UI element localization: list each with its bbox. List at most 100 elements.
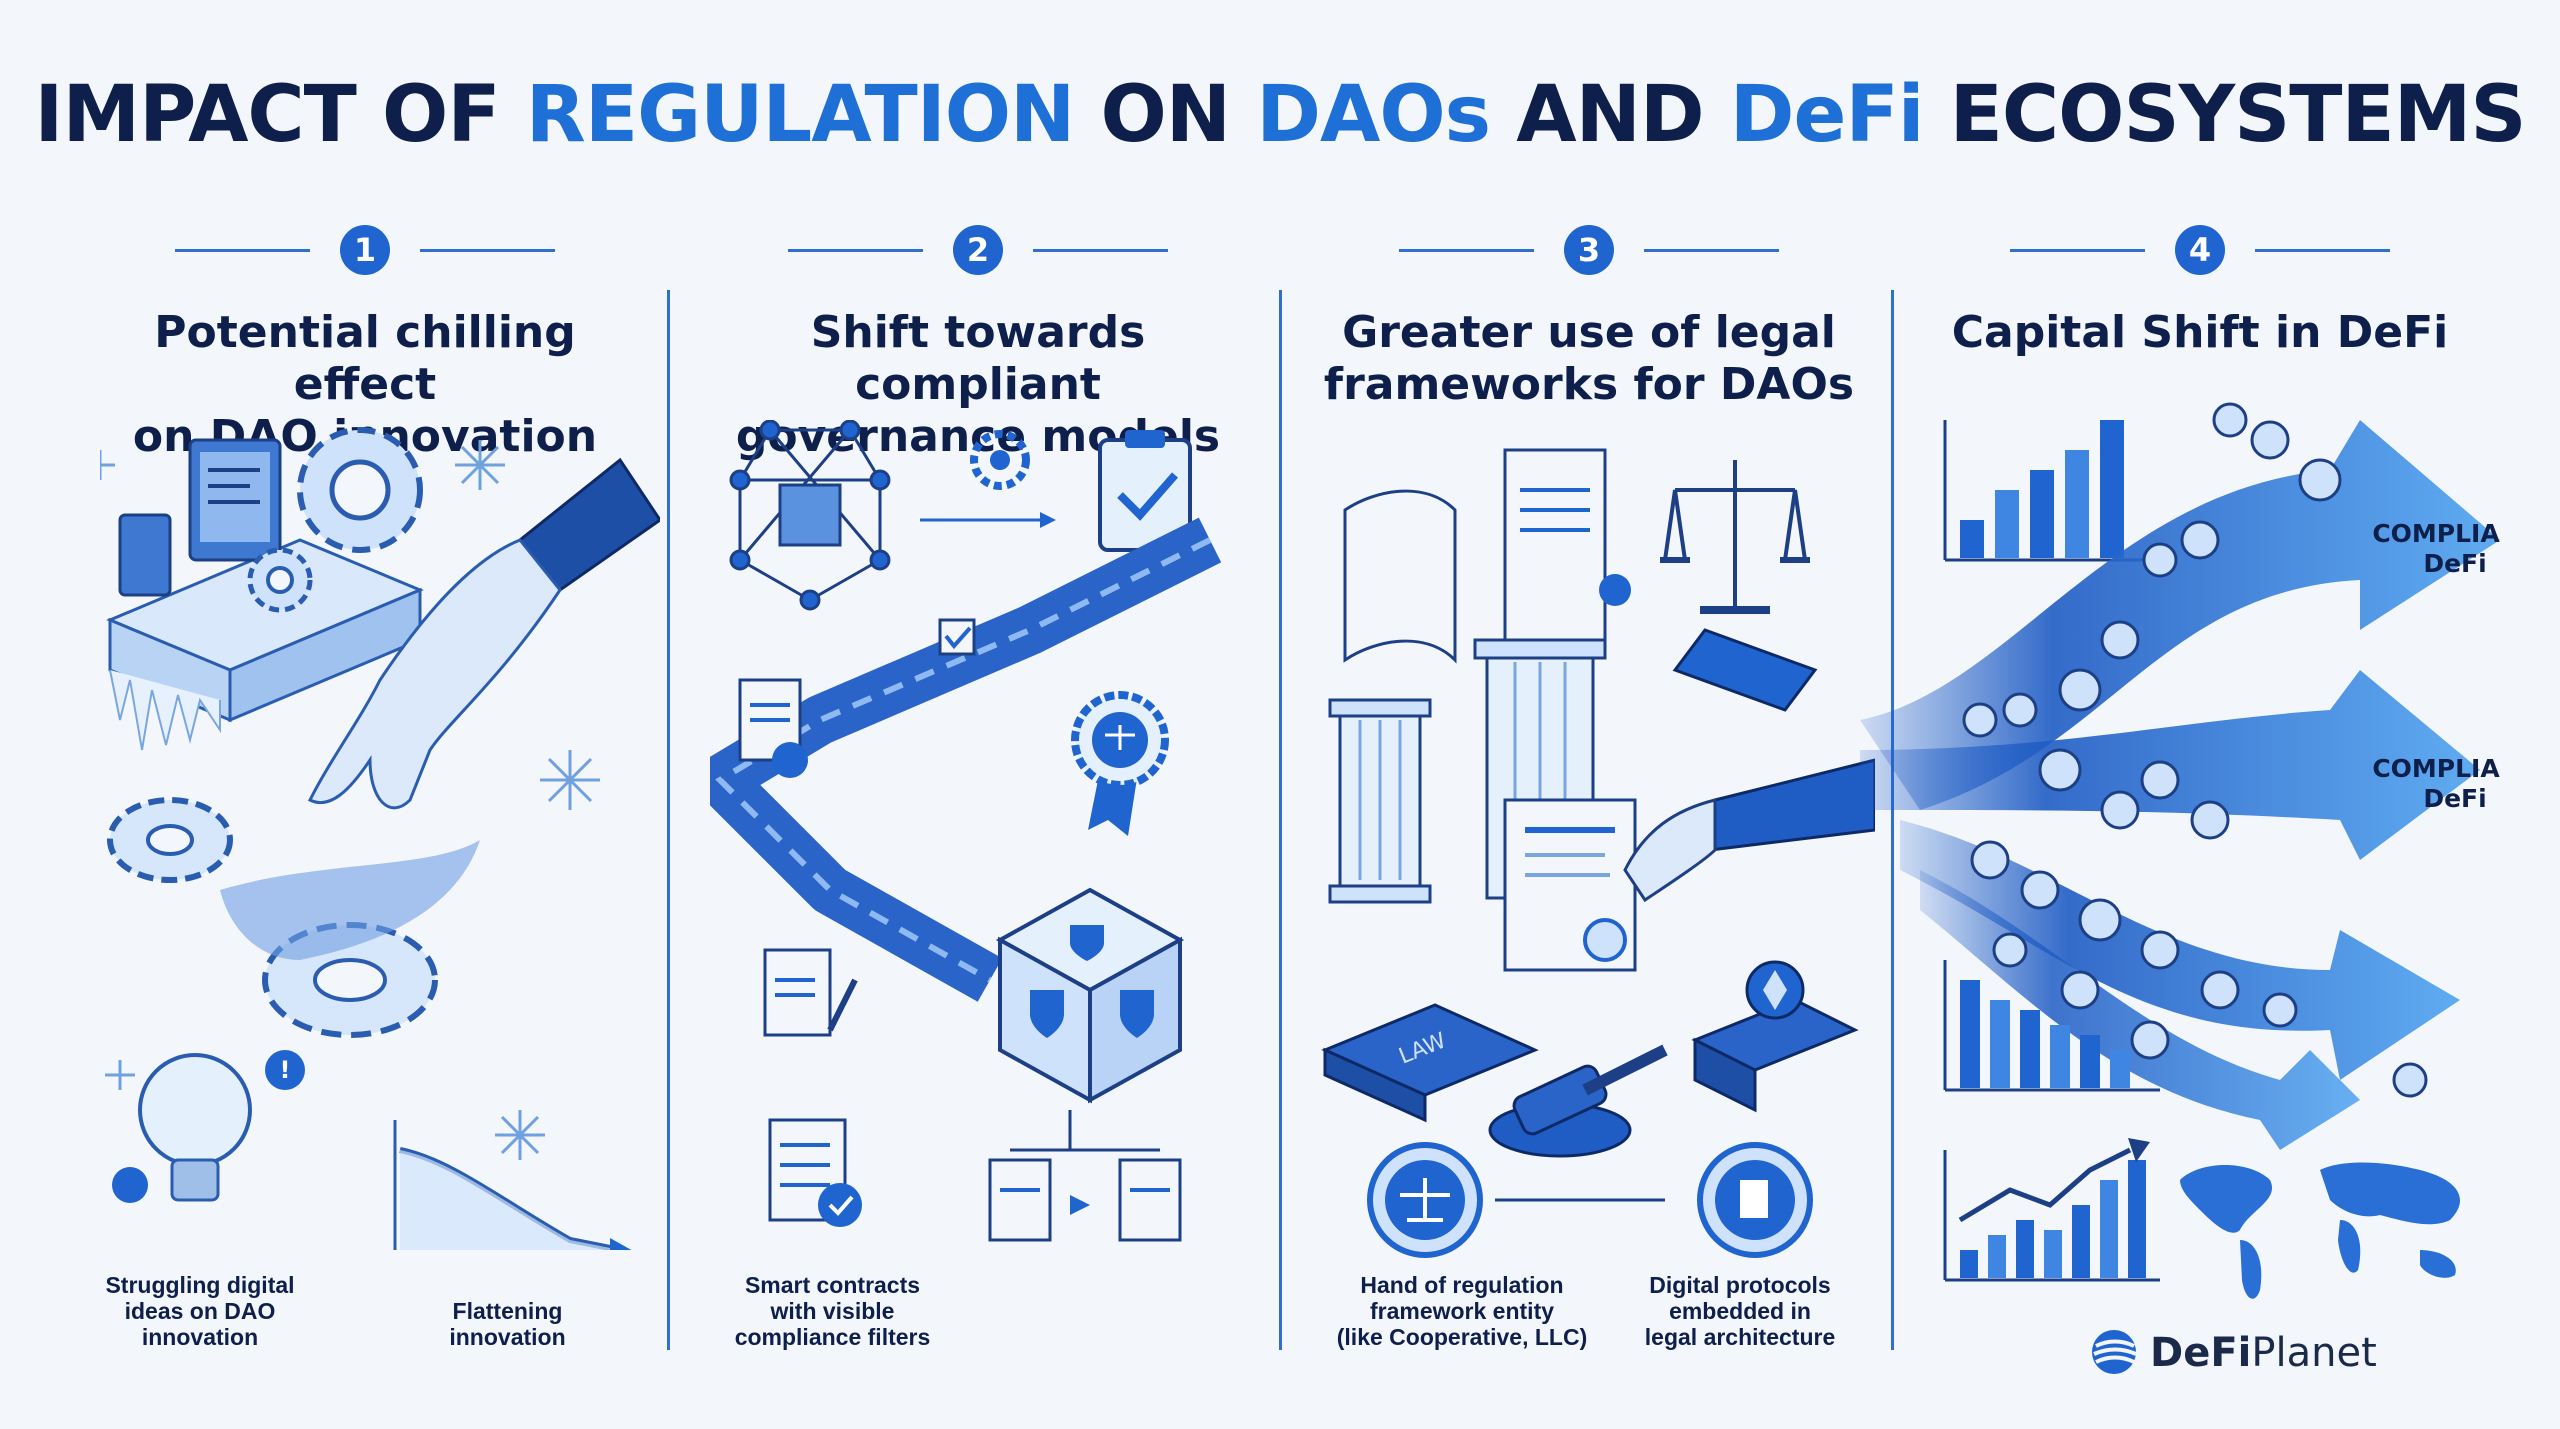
network-node-icon xyxy=(729,420,891,611)
caption-line: embedded in xyxy=(1669,1298,1811,1324)
number-rule-right xyxy=(2255,249,2390,252)
document-icon xyxy=(763,948,858,1037)
document-icon xyxy=(1503,798,1637,972)
caption-line: innovation xyxy=(141,1324,259,1350)
section-3-caption-1: Hand of regulation framework entity (lik… xyxy=(1322,1272,1602,1350)
section-1-number-row: 1 xyxy=(85,225,645,275)
clipboard-check-icon xyxy=(1098,430,1192,552)
checklist-document-icon xyxy=(768,1118,862,1227)
section-4-heading: Capital Shift in DeFi xyxy=(1920,307,2480,359)
section-3-number-row: 3 xyxy=(1309,225,1869,275)
section-3-number: 3 xyxy=(1564,225,1614,275)
brand-name: DeFiPlanet xyxy=(2150,1330,2377,1376)
title-highlight-regulation: REGULATION xyxy=(525,70,1076,160)
bar-chart-icon xyxy=(1943,420,2150,562)
column-divider-2 xyxy=(1279,290,1282,1350)
section-2-heading: Shift towards compliant governance model… xyxy=(698,307,1258,463)
flow-label-compliant: COMPLIANT xyxy=(2372,754,2500,783)
gavel-icon xyxy=(1488,1044,1668,1158)
caption-line: ideas on DAO xyxy=(124,1298,276,1324)
section-2: 2 Shift towards compliant governance mod… xyxy=(698,225,1258,463)
scales-icon xyxy=(1660,460,1810,614)
section-4-illustration: COMPLIANT DeFi COMPLIANT DeFi xyxy=(1860,402,2500,1299)
section-4-number-row: 4 xyxy=(1920,225,2480,275)
caption-line: (like Cooperative, LLC) xyxy=(1336,1324,1588,1350)
hand-icon xyxy=(307,457,660,810)
caption-line: innovation xyxy=(449,1324,566,1350)
title-part-4: ECOSYSTEMS xyxy=(1923,70,2527,160)
section-2-illustration xyxy=(710,420,1222,1242)
title-highlight-daos: DAOs xyxy=(1256,70,1491,160)
document-icon xyxy=(988,1110,1182,1242)
caption-line: compliance filters xyxy=(734,1324,931,1350)
ethereum-book-icon xyxy=(1691,960,1859,1113)
shield-cube-icon xyxy=(995,887,1185,1104)
heading-line: Potential chilling effect xyxy=(154,307,576,410)
world-map-icon xyxy=(2180,1162,2460,1299)
section-2-number: 2 xyxy=(953,225,1003,275)
number-rule-left xyxy=(2010,249,2145,252)
lightbulb-icon: ! xyxy=(112,1050,305,1203)
defi-planet-logo-icon xyxy=(2092,1330,2137,1374)
section-1-illustration: ! xyxy=(100,427,660,1250)
flow-label-compliant: COMPLIANT xyxy=(2372,519,2500,548)
caption-line: Smart contracts xyxy=(744,1272,921,1298)
section-4-number: 4 xyxy=(2175,225,2225,275)
number-rule-left xyxy=(175,249,310,252)
section-1-number: 1 xyxy=(340,225,390,275)
number-rule-left xyxy=(788,249,923,252)
column-divider-1 xyxy=(667,290,670,1350)
bar-chart-icon xyxy=(1943,960,2160,1092)
growth-chart-icon xyxy=(1943,1138,2160,1282)
hand-icon xyxy=(1623,758,1875,903)
compliance-badge-icon xyxy=(1071,691,1169,836)
section-3-illustration: LAW xyxy=(1321,448,1875,1258)
page-title: IMPACT OF REGULATION ON DAOs AND DeFi EC… xyxy=(0,70,2560,160)
flow-label-defi: DeFi xyxy=(2423,784,2486,813)
law-book-icon: LAW xyxy=(1321,1003,1539,1123)
heading-line: Greater use of legal xyxy=(1342,307,1836,358)
caption-line: with visible xyxy=(770,1298,895,1324)
scales-icon xyxy=(1367,1142,1483,1258)
snowflake-icon xyxy=(100,440,600,1160)
section-4: 4 Capital Shift in DeFi xyxy=(1920,225,2480,359)
caption-line: framework entity xyxy=(1369,1298,1555,1324)
heading-line: Shift towards compliant xyxy=(810,307,1146,410)
number-rule-right xyxy=(1033,249,1168,252)
scroll-icon xyxy=(1343,448,1631,664)
caption-line: legal architecture xyxy=(1644,1324,1836,1350)
section-2-caption-1: Smart contracts with visible compliance … xyxy=(710,1272,955,1350)
heading-line: Capital Shift in DeFi xyxy=(1951,307,2449,358)
column-divider-3 xyxy=(1891,290,1894,1350)
heading-line: frameworks for DAOs xyxy=(1323,359,1855,410)
caption-line: Flattening xyxy=(452,1298,563,1324)
flow-label-defi: DeFi xyxy=(2423,549,2486,578)
section-3-caption-2: Digital protocols embedded in legal arch… xyxy=(1620,1272,1860,1350)
brand-name-rest: Planet xyxy=(2251,1330,2377,1376)
title-part-2: ON xyxy=(1074,70,1257,160)
svg-text:!: ! xyxy=(280,1056,291,1084)
coin-icon xyxy=(1962,402,2428,1098)
title-highlight-defi: DeFi xyxy=(1729,70,1925,160)
caption-line: Digital protocols xyxy=(1649,1272,1831,1298)
document-icon xyxy=(738,678,808,778)
caption-line: Hand of regulation xyxy=(1360,1272,1564,1298)
number-rule-right xyxy=(420,249,555,252)
title-part-3: AND xyxy=(1490,70,1730,160)
section-3-heading: Greater use of legal frameworks for DAOs xyxy=(1309,307,1869,411)
section-3: 3 Greater use of legal frameworks for DA… xyxy=(1309,225,1869,411)
section-1-caption-2: Flattening innovation xyxy=(400,1298,615,1350)
document-edit-icon xyxy=(1697,1142,1813,1258)
ice-puddle xyxy=(220,840,480,960)
law-book-icon xyxy=(1672,628,1818,712)
number-rule-right xyxy=(1644,249,1779,252)
caption-line: Struggling digital xyxy=(105,1272,295,1298)
declining-chart-icon xyxy=(393,1120,632,1250)
gear-icon xyxy=(920,430,1056,528)
brand-name-bold: DeFi xyxy=(2150,1330,2252,1376)
title-part-1: IMPACT OF xyxy=(34,70,526,160)
section-1-caption-1: Struggling digital ideas on DAO innovati… xyxy=(95,1272,305,1350)
number-rule-left xyxy=(1399,249,1534,252)
checkbox-icon xyxy=(938,618,976,656)
frozen-gear-icon xyxy=(247,427,423,613)
